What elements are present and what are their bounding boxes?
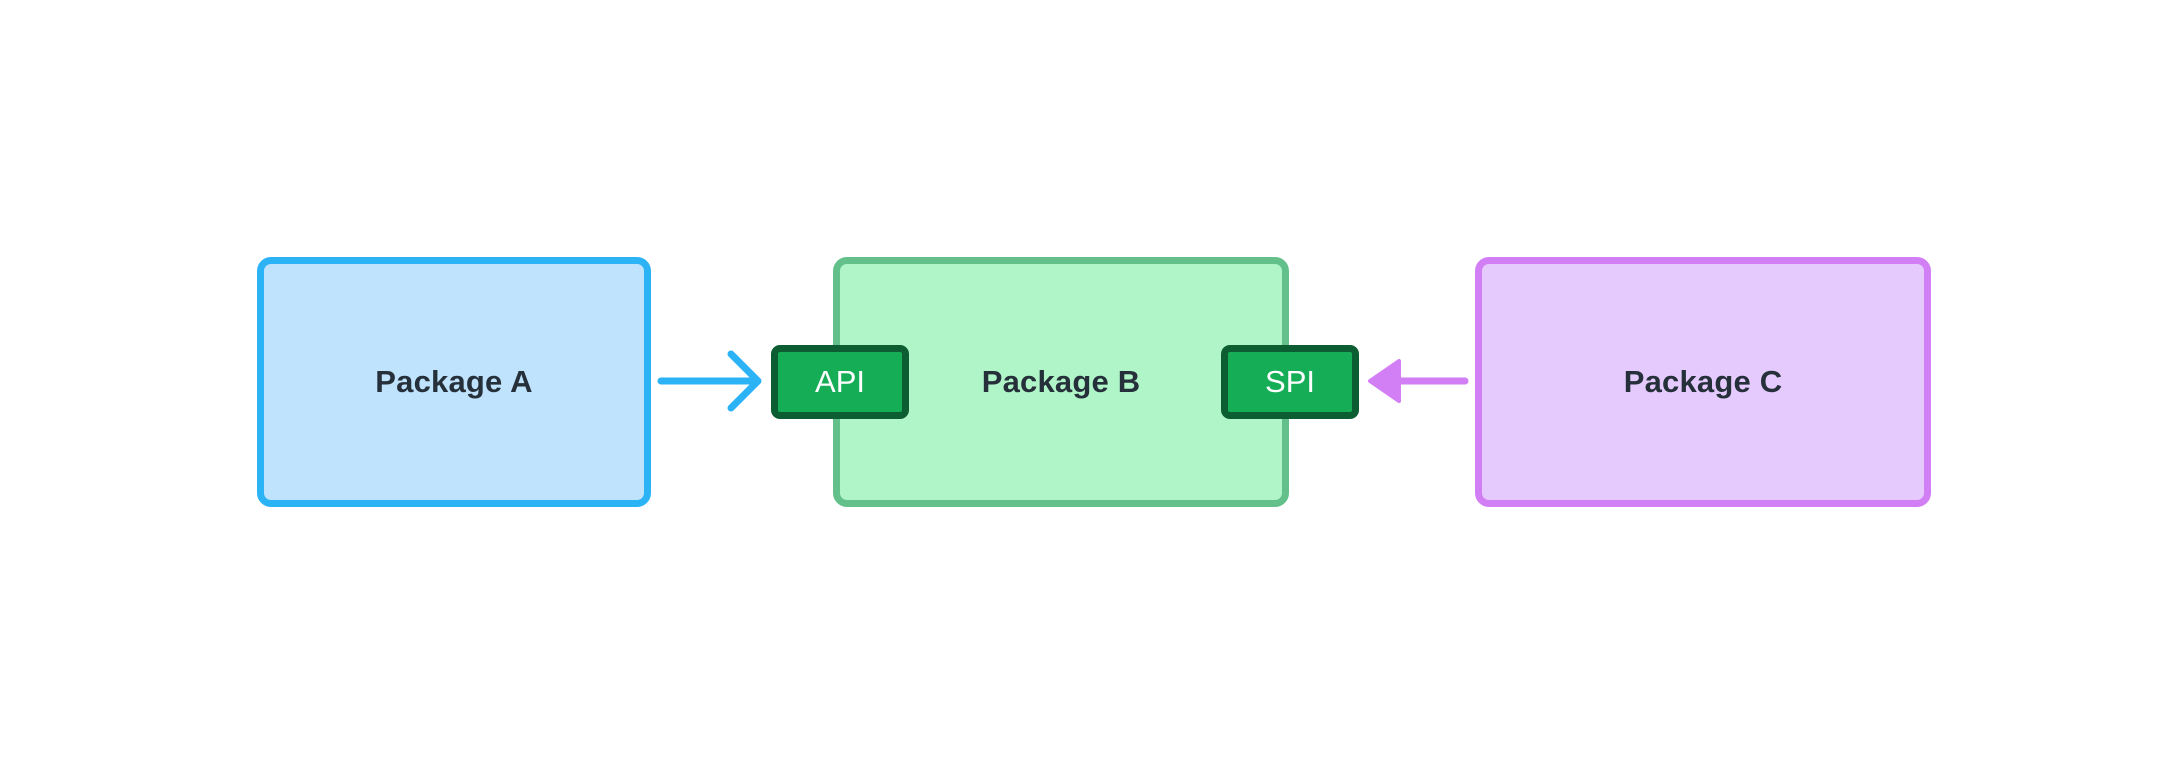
- arrow-a-head: [727, 350, 762, 412]
- arrow-a-to-api: [657, 350, 762, 412]
- api-port: API: [771, 345, 909, 419]
- spi-port: SPI: [1221, 345, 1359, 419]
- package-b-box: Package B: [833, 257, 1289, 507]
- arrow-c-to-spi: [1368, 359, 1469, 403]
- spi-port-label: SPI: [1265, 364, 1315, 399]
- package-a-label: Package A: [375, 364, 533, 399]
- package-a-box: Package A: [257, 257, 651, 507]
- package-b-label: Package B: [981, 364, 1141, 399]
- arrow-c-head: [1368, 359, 1401, 403]
- package-c-label: Package C: [1623, 364, 1783, 399]
- api-port-label: API: [815, 364, 865, 399]
- package-c-box: Package C: [1475, 257, 1931, 507]
